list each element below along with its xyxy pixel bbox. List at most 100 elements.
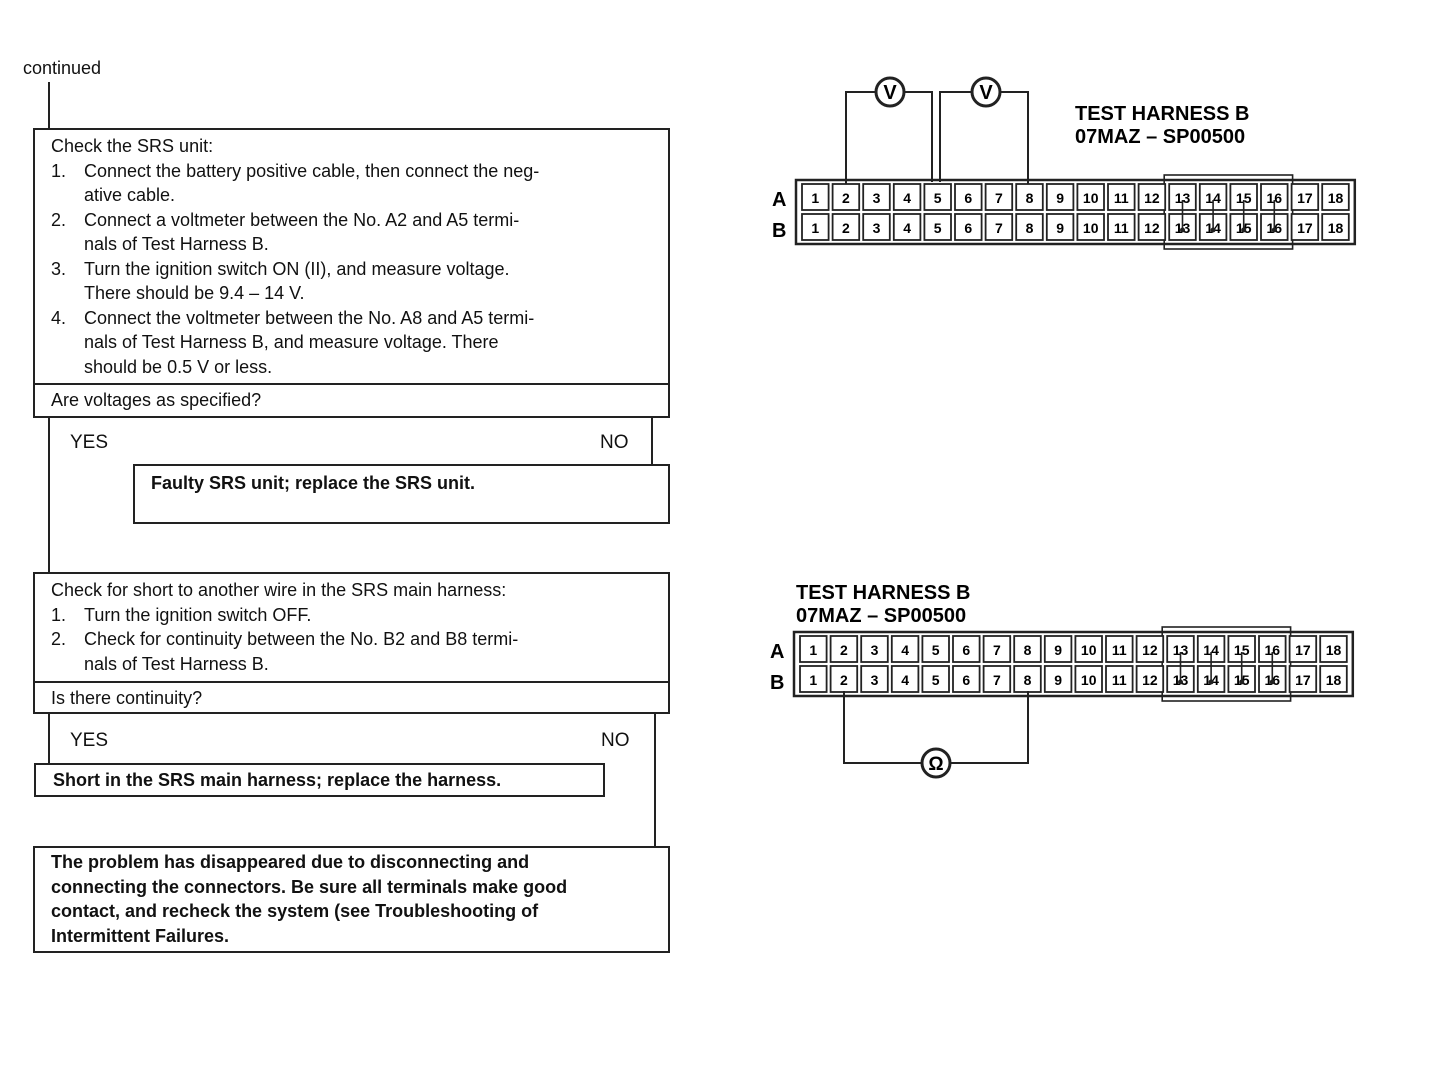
svg-text:8: 8 bbox=[1024, 642, 1032, 658]
svg-text:12: 12 bbox=[1142, 642, 1158, 658]
svg-text:13: 13 bbox=[1175, 190, 1191, 206]
terminal-b9: 9 bbox=[1043, 665, 1073, 693]
svg-text:5: 5 bbox=[932, 672, 940, 688]
svg-text:18: 18 bbox=[1326, 642, 1342, 658]
terminal-b4: 4 bbox=[890, 665, 920, 693]
yes-branch-line bbox=[48, 712, 50, 764]
svg-text:6: 6 bbox=[964, 220, 972, 236]
terminal-a12: 12 bbox=[1135, 635, 1165, 663]
terminal-a2: 2 bbox=[829, 635, 859, 663]
svg-text:18: 18 bbox=[1328, 190, 1344, 206]
srs-unit-check-box: Check the SRS unit: 1. Connect the batte… bbox=[33, 128, 670, 418]
terminal-b11: 11 bbox=[1105, 665, 1134, 693]
svg-text:18: 18 bbox=[1328, 220, 1344, 236]
ohmmeter-icon bbox=[920, 747, 952, 779]
terminal-b1: 1 bbox=[801, 213, 830, 241]
svg-text:12: 12 bbox=[1142, 672, 1158, 688]
terminal-a1: 1 bbox=[801, 183, 830, 211]
svg-text:17: 17 bbox=[1297, 220, 1313, 236]
svg-text:1: 1 bbox=[811, 190, 819, 206]
faulty-srs-unit-box: Faulty SRS unit; replace the SRS unit. bbox=[133, 464, 670, 524]
terminal-b17: 17 bbox=[1288, 665, 1318, 693]
terminal-b6: 6 bbox=[954, 213, 983, 241]
step1-yes-label: YES bbox=[70, 432, 109, 453]
terminal-b7: 7 bbox=[982, 665, 1012, 693]
svg-text:7: 7 bbox=[995, 190, 1003, 206]
terminal-a17: 17 bbox=[1288, 635, 1318, 663]
terminal-b2: 2 bbox=[829, 665, 859, 693]
terminal-b1: 1 bbox=[799, 665, 828, 693]
svg-text:5: 5 bbox=[934, 220, 942, 236]
divider bbox=[35, 383, 668, 385]
svg-text:4: 4 bbox=[903, 220, 911, 236]
step1-item-2: 2. Connect a voltmeter between the No. A… bbox=[51, 209, 520, 255]
terminal-b5: 5 bbox=[923, 213, 952, 241]
step2-item-2: 2. Check for continuity between the No. … bbox=[51, 629, 519, 674]
terminal-a9: 9 bbox=[1043, 635, 1073, 663]
terminal-a12: 12 bbox=[1137, 183, 1167, 211]
terminal-a3: 3 bbox=[862, 183, 891, 211]
flow-line bbox=[48, 82, 50, 130]
svg-text:2: 2 bbox=[842, 190, 850, 206]
svg-text:2: 2 bbox=[840, 672, 848, 688]
svg-text:11: 11 bbox=[1112, 642, 1127, 658]
svg-text:16: 16 bbox=[1265, 642, 1281, 658]
final-line-2: connecting the connectors. Be sure all t… bbox=[51, 876, 568, 897]
no-branch-line bbox=[654, 712, 656, 848]
svg-text:16: 16 bbox=[1267, 190, 1283, 206]
step2-question: Is there continuity? bbox=[51, 688, 203, 708]
harness-part-number: 07MAZ – SP00500 bbox=[796, 605, 966, 627]
svg-text:8: 8 bbox=[1026, 190, 1034, 206]
svg-text:4: 4 bbox=[901, 672, 909, 688]
svg-text:6: 6 bbox=[962, 672, 970, 688]
step1-heading: Check the SRS unit: bbox=[51, 136, 214, 156]
svg-text:11: 11 bbox=[1114, 190, 1129, 206]
step2-result: Short in the SRS main harness; replace t… bbox=[53, 770, 502, 790]
svg-text:14: 14 bbox=[1205, 190, 1221, 206]
terminal-b17: 17 bbox=[1290, 213, 1320, 241]
terminal-b3: 3 bbox=[860, 665, 889, 693]
final-line-1: The problem has disappeared due to disco… bbox=[51, 852, 530, 872]
terminal-b9: 9 bbox=[1045, 213, 1075, 241]
svg-text:6: 6 bbox=[962, 642, 970, 658]
meter-symbol: V bbox=[883, 82, 897, 104]
svg-text:10: 10 bbox=[1083, 220, 1099, 236]
svg-text:2: 2 bbox=[840, 642, 848, 658]
svg-text:14: 14 bbox=[1203, 642, 1219, 658]
svg-text:15: 15 bbox=[1234, 642, 1250, 658]
svg-text:1: 1 bbox=[809, 642, 817, 658]
terminal-b8: 8 bbox=[1013, 665, 1042, 693]
terminal-b7: 7 bbox=[984, 213, 1014, 241]
terminal-b18: 18 bbox=[1321, 213, 1350, 241]
connector-body bbox=[794, 178, 1357, 246]
svg-text:3: 3 bbox=[873, 220, 881, 236]
jumper-group-box bbox=[1161, 626, 1292, 702]
step1-item-4: 4. Connect the voltmeter between the No.… bbox=[51, 307, 535, 377]
step1-result: Faulty SRS unit; replace the SRS unit. bbox=[151, 473, 476, 493]
harness-part-number: 07MAZ – SP00500 bbox=[1075, 126, 1245, 148]
svg-text:15: 15 bbox=[1236, 190, 1252, 206]
svg-text:12: 12 bbox=[1144, 220, 1160, 236]
terminal-a9: 9 bbox=[1045, 183, 1075, 211]
step2-item-1: 1. Turn the ignition switch OFF. bbox=[51, 604, 312, 625]
terminal-a10: 10 bbox=[1074, 635, 1103, 663]
svg-text:6: 6 bbox=[964, 190, 972, 206]
svg-text:4: 4 bbox=[903, 190, 911, 206]
svg-text:17: 17 bbox=[1297, 190, 1313, 206]
terminal-a11: 11 bbox=[1107, 183, 1136, 211]
terminal-a7: 7 bbox=[984, 183, 1014, 211]
terminal-a18: 18 bbox=[1321, 183, 1350, 211]
terminal-b10: 10 bbox=[1076, 213, 1105, 241]
terminal-b2: 2 bbox=[831, 213, 861, 241]
terminal-a2: 2 bbox=[831, 183, 861, 211]
terminal-a8: 8 bbox=[1013, 635, 1042, 663]
svg-text:17: 17 bbox=[1295, 672, 1311, 688]
connector-body bbox=[792, 630, 1355, 698]
meter-symbol: Ω bbox=[928, 754, 943, 775]
terminal-b6: 6 bbox=[952, 665, 981, 693]
svg-text:9: 9 bbox=[1056, 220, 1064, 236]
terminal-a5: 5 bbox=[921, 635, 950, 663]
svg-text:7: 7 bbox=[993, 672, 1001, 688]
svg-text:17: 17 bbox=[1295, 642, 1311, 658]
